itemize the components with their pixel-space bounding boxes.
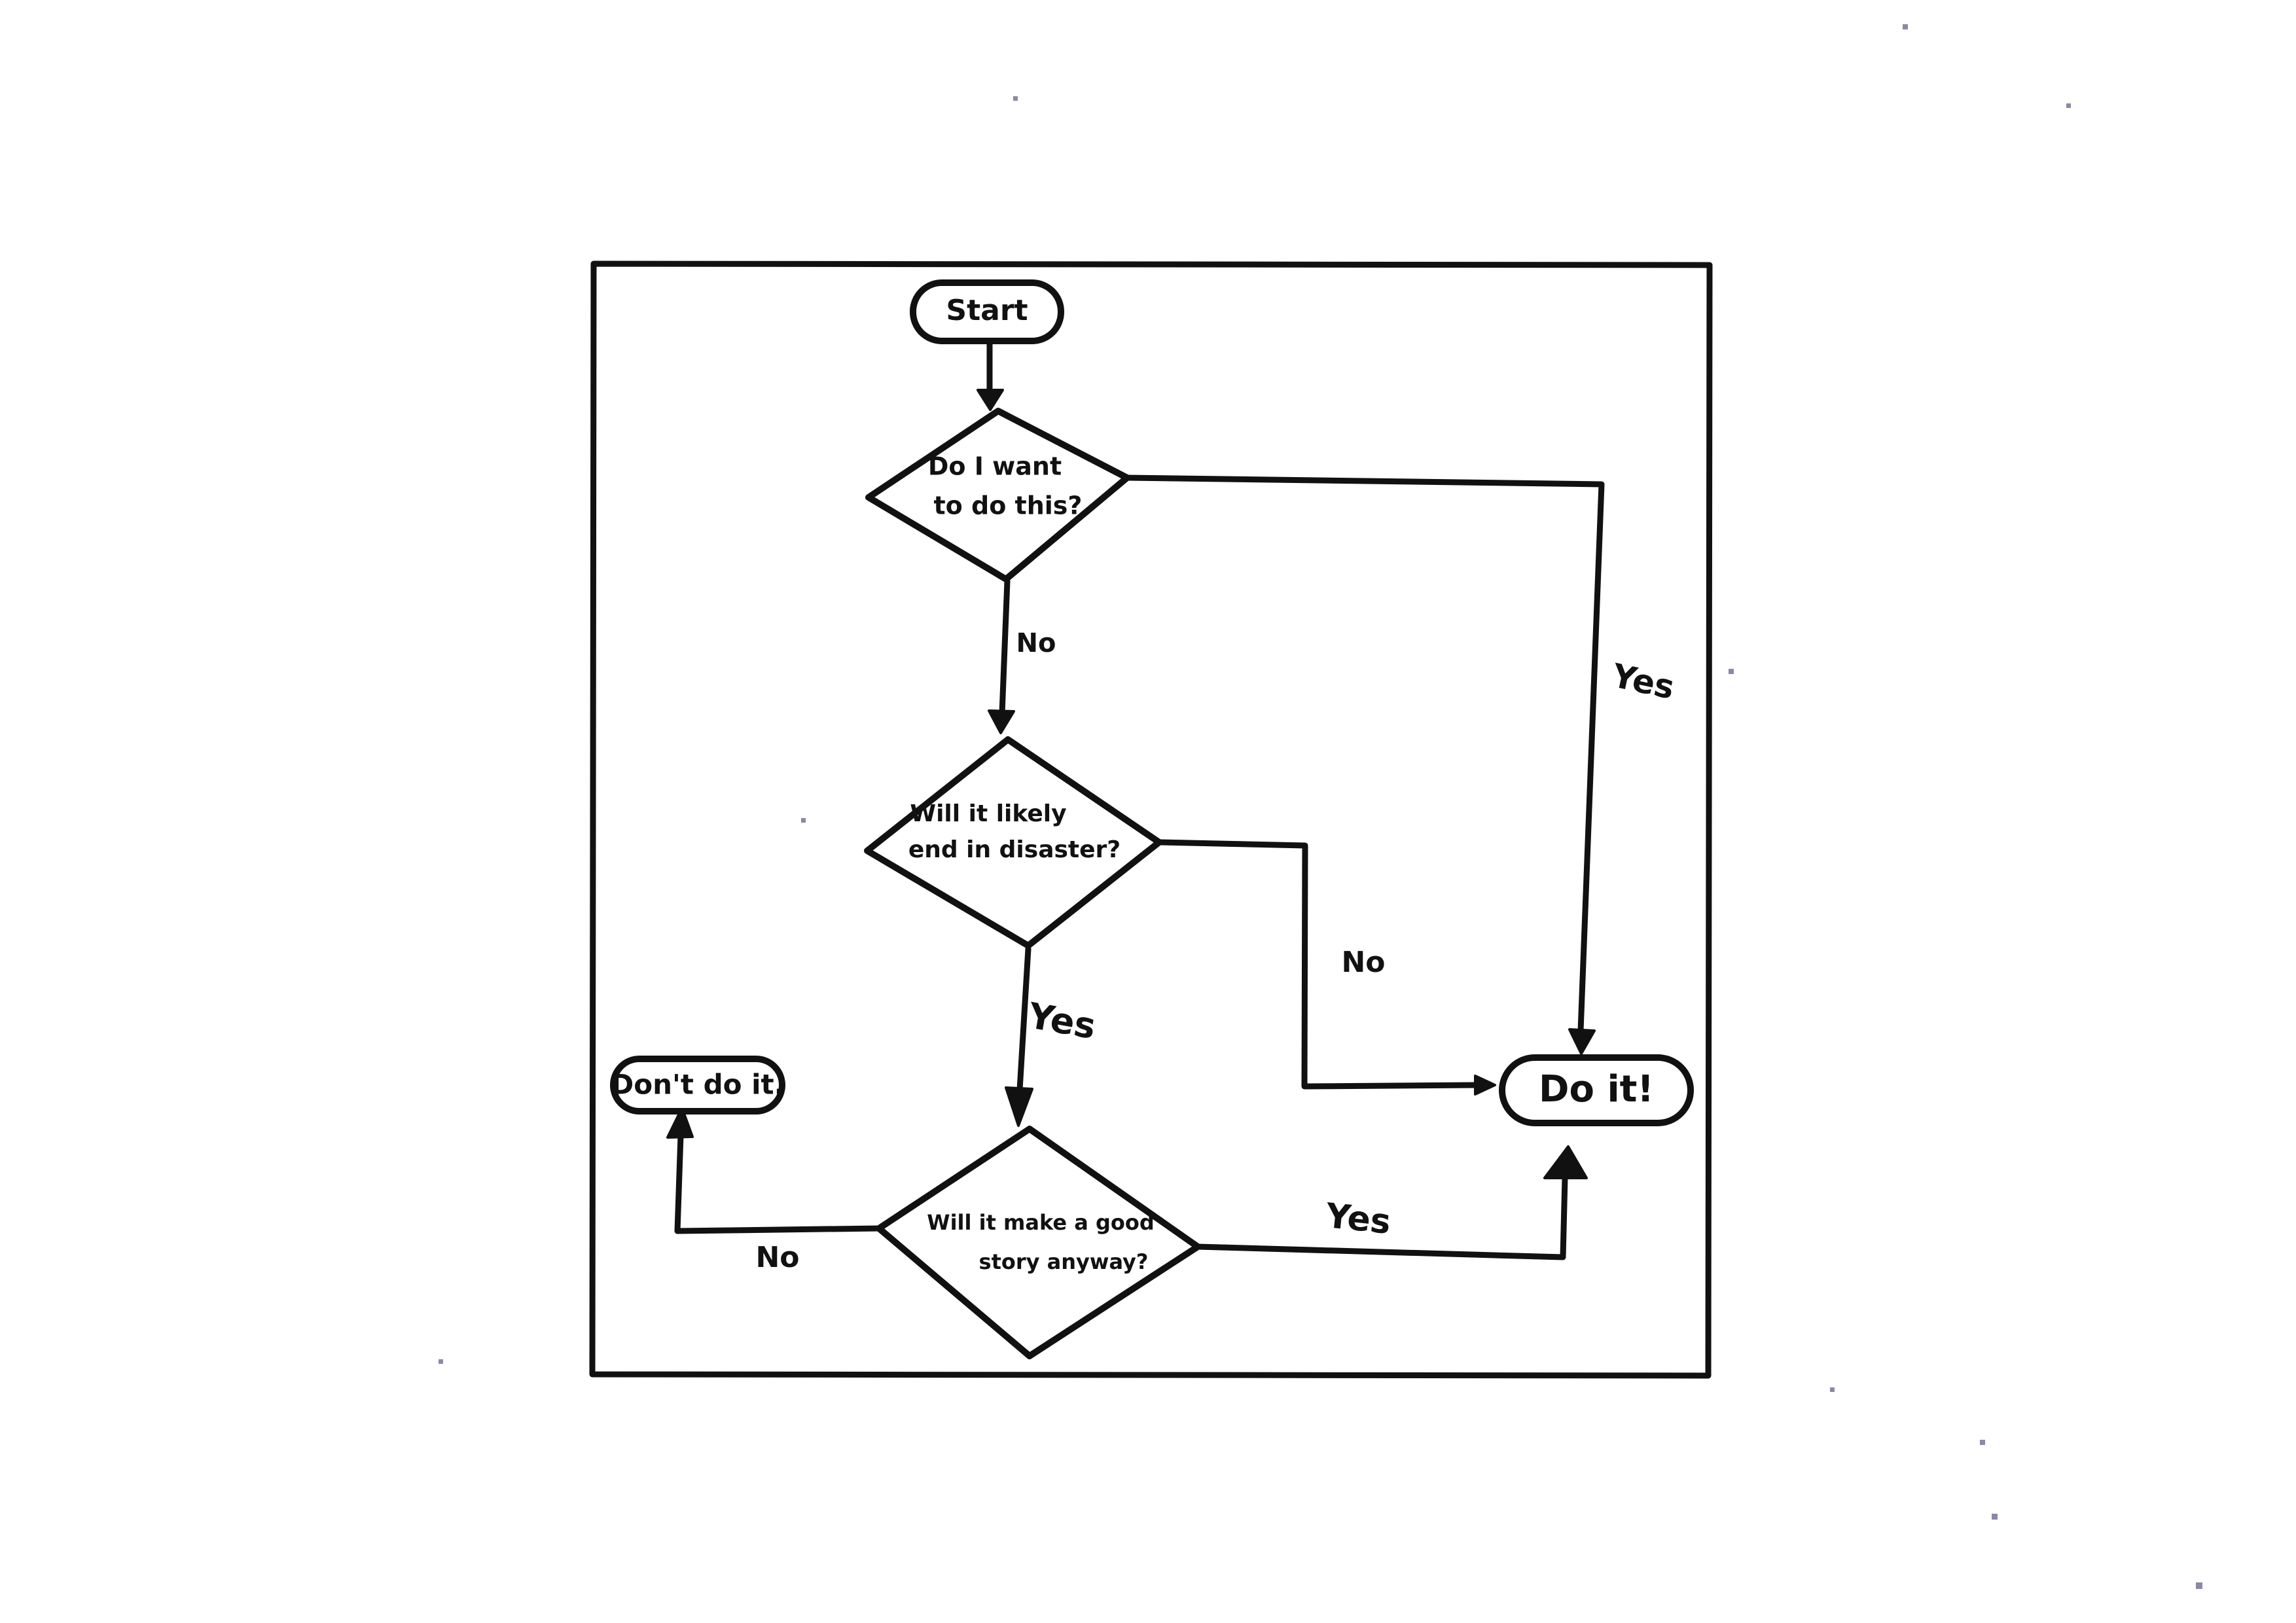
start-node: Start bbox=[910, 279, 1064, 344]
decision-text-line-2: end in disaster? bbox=[908, 836, 1121, 863]
dont-do-it-node: Don't do it. bbox=[610, 1056, 785, 1115]
edge-q3-dont: No bbox=[666, 1107, 882, 1274]
edge-q3-doit: Yes bbox=[1194, 1145, 1588, 1260]
edge-label-no: No bbox=[755, 1241, 799, 1274]
edge-label-no: No bbox=[1341, 946, 1385, 979]
do-it-node: Do it! bbox=[1499, 1054, 1694, 1126]
edge-start-q1 bbox=[977, 335, 1004, 411]
edge-label-no: No bbox=[1016, 628, 1056, 658]
edge-q2-q3: Yes bbox=[1005, 946, 1099, 1127]
diagram-frame bbox=[589, 260, 1713, 1379]
edges: No Yes Yes No No Yes bbox=[666, 335, 1677, 1274]
dont-do-it-label: Don't do it. bbox=[611, 1069, 784, 1101]
arrowhead bbox=[988, 709, 1015, 734]
decision-text-line-1: Will it make a good bbox=[927, 1210, 1154, 1235]
edge-label-yes: Yes bbox=[1323, 1196, 1393, 1242]
arrowhead bbox=[977, 389, 1004, 411]
decision-good-story: Will it make a good story anyway? bbox=[876, 1126, 1201, 1359]
arrowhead bbox=[1474, 1075, 1496, 1096]
arrowhead bbox=[666, 1107, 694, 1139]
arrowhead bbox=[1543, 1145, 1588, 1179]
edge-label-yes: Yes bbox=[1608, 656, 1677, 707]
start-label: Start bbox=[946, 294, 1028, 327]
do-it-label: Do it! bbox=[1539, 1068, 1654, 1111]
arrowhead bbox=[1005, 1086, 1033, 1127]
arrowhead bbox=[1568, 1028, 1596, 1055]
decision-do-i-want: Do I want to do this? bbox=[865, 408, 1130, 582]
decision-text-line-1: Will it likely bbox=[910, 800, 1066, 827]
scan-specks bbox=[439, 24, 2202, 1589]
edge-label-yes: Yes bbox=[1025, 995, 1099, 1047]
nodes: Start Do I want to do this? Will it like… bbox=[610, 279, 1694, 1359]
decision-end-in-disaster: Will it likely end in disaster? bbox=[864, 736, 1162, 949]
edge-q1-q2: No bbox=[988, 578, 1056, 734]
edge-q2-doit: No bbox=[1156, 839, 1496, 1096]
decision-text-line-2: story anyway? bbox=[979, 1249, 1149, 1274]
decision-text-line-1: Do I want bbox=[928, 452, 1062, 481]
decision-text-line-2: to do this? bbox=[934, 491, 1083, 520]
edge-q1-doit: Yes bbox=[1124, 474, 1677, 1055]
